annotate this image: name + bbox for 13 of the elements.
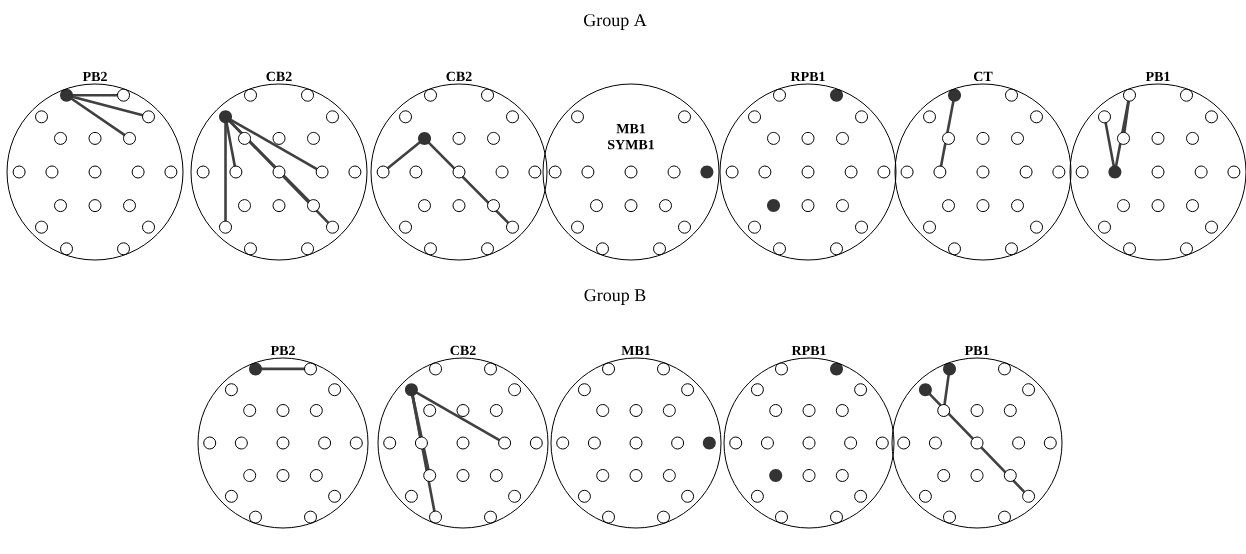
node-label: PB1 [1145,71,1170,82]
group-heading: Group B [584,289,646,305]
node-label: RPB1 [791,345,826,356]
node-label: CT [973,71,993,82]
group-heading: Group A [584,14,647,30]
node-label: PB2 [82,71,107,82]
node-label: CB2 [446,71,472,82]
node-label: RPB1 [790,71,825,82]
node-label: MB1 [621,345,651,356]
node-label: CB2 [450,345,476,356]
node-label: PB1 [964,345,989,356]
node-label: PB2 [270,345,295,356]
node-label: CB2 [266,71,292,82]
